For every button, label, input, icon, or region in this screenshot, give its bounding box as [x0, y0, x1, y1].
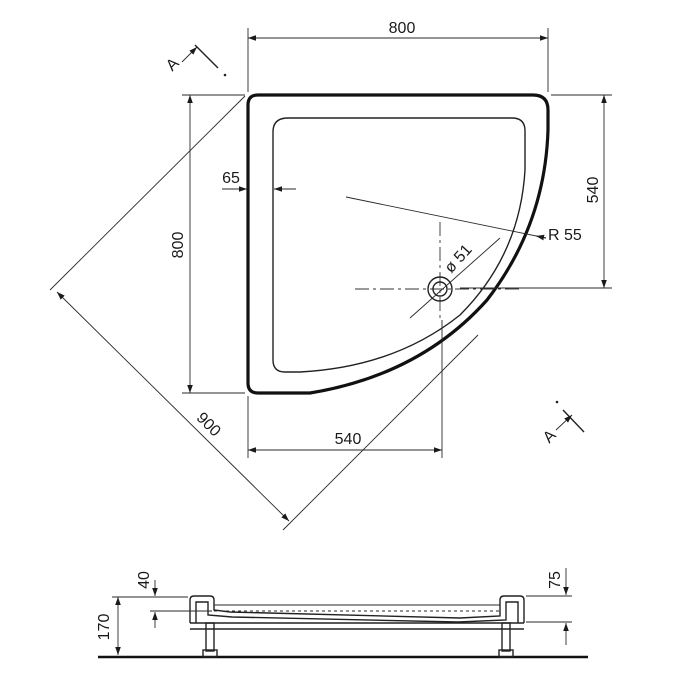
side-right-label: 540: [585, 177, 602, 204]
height-label: 170: [96, 614, 113, 641]
width-label: 800: [389, 20, 416, 37]
section-mark-top: A: [163, 44, 227, 77]
rim-label: 65: [222, 170, 240, 187]
leg-right: [498, 622, 514, 658]
drain-label: ø 51: [442, 241, 476, 276]
drain: [427, 276, 453, 302]
rim-height-label: 40: [136, 571, 153, 589]
plan-view: 800 800 540 540 900 65 R 55: [49, 20, 612, 531]
tray-depth-label: 75: [547, 571, 564, 589]
side-bottom-label: 540: [335, 431, 362, 448]
tray-profile: [189, 595, 525, 623]
section-mark-bottom: A: [540, 400, 585, 447]
section-view: 170 40 75: [96, 568, 588, 659]
depth-label: 800: [170, 232, 187, 259]
section-mark-top-label: A: [163, 55, 183, 75]
radius-label: R 55: [548, 227, 582, 244]
leg-left: [202, 622, 218, 658]
diagonal-label: 900: [193, 409, 224, 440]
tray-inner-outline: [272, 117, 526, 373]
tray-outer-outline: [246, 93, 550, 395]
